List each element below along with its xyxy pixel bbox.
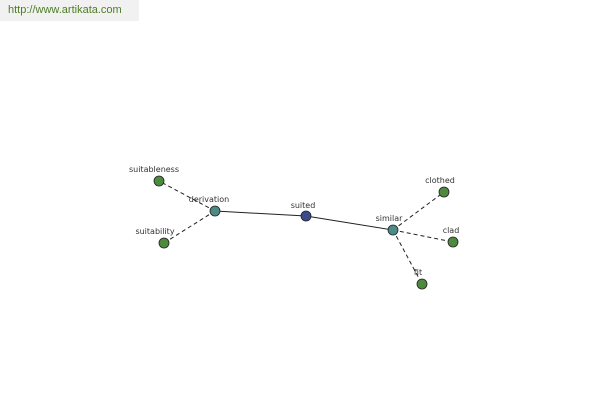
node-circle-clothed[interactable] (438, 186, 450, 198)
node-circle-derivation[interactable] (209, 205, 221, 217)
node-label-suited: suited (291, 201, 316, 210)
node-label-clothed: clothed (425, 176, 455, 185)
node-label-similar: similar (376, 214, 404, 223)
node-circle-suited[interactable] (300, 210, 312, 222)
edge-similar-clad (392, 229, 454, 243)
node-circle-fit[interactable] (416, 278, 428, 290)
node-label-fit: fit (414, 268, 422, 277)
node-circle-suitability[interactable] (158, 237, 170, 249)
edge-similar-clothed (392, 191, 445, 231)
node-fit[interactable]: fit (414, 268, 428, 290)
node-suited[interactable]: suited (291, 201, 316, 222)
edge-similar-fit (392, 229, 423, 285)
node-label-suitableness: suitableness (129, 165, 179, 174)
node-label-derivation: derivation (189, 195, 229, 204)
node-circle-similar[interactable] (387, 224, 399, 236)
edge-derivation-suitableness (158, 180, 216, 212)
node-label-suitability: suitability (135, 227, 174, 236)
node-clothed[interactable]: clothed (425, 176, 455, 198)
node-suitableness[interactable]: suitableness (129, 165, 179, 187)
nodes-layer: suited derivation similar suitableness suita… (129, 165, 460, 290)
node-label-clad: clad (443, 226, 460, 235)
node-circle-clad[interactable] (447, 236, 459, 248)
edge-suited-similar (305, 215, 394, 231)
edge-derivation-suitability (163, 210, 216, 244)
node-suitability[interactable]: suitability (135, 227, 175, 249)
edge-suited-derivation (214, 210, 307, 217)
site-url-link[interactable]: http://www.artikata.com (0, 0, 139, 21)
node-clad[interactable]: clad (443, 226, 460, 248)
node-similar[interactable]: similar (376, 214, 404, 236)
node-derivation[interactable]: derivation (189, 195, 229, 217)
node-circle-suitableness[interactable] (153, 175, 165, 187)
edges-layer (158, 180, 454, 285)
